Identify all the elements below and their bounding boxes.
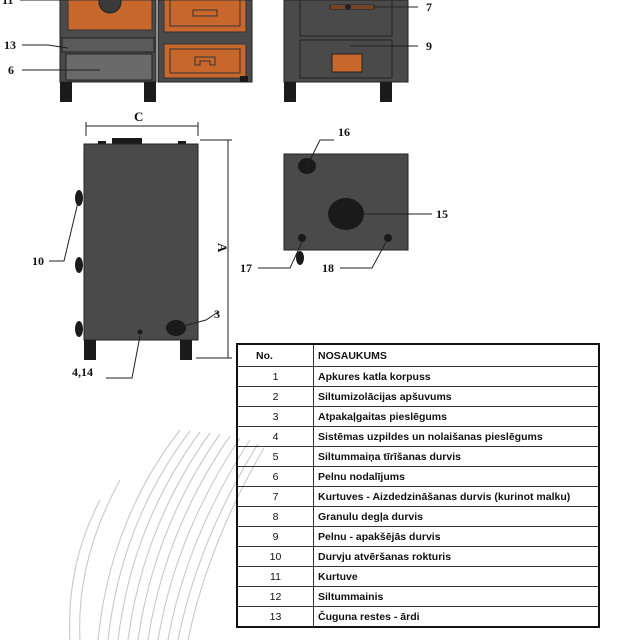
legend-row-number: 7	[236, 486, 314, 507]
leader-17	[258, 241, 303, 269]
top-protrusion	[296, 251, 304, 265]
legend-row-name: Siltummaiņa tīrīšanas durvis	[313, 446, 600, 467]
leader-4-14	[106, 335, 141, 379]
rear-handle-middle	[75, 257, 83, 273]
leader-lines	[20, 0, 432, 379]
callout-7: 7	[426, 0, 432, 14]
legend-row-name: Čuguna restes - ārdi	[313, 606, 600, 628]
callout-6: 6	[8, 63, 14, 77]
leader-18	[340, 241, 387, 269]
legend-row-name: Kurtuves - Aizdedzināšanas durvis (kurin…	[313, 486, 600, 507]
legend-header-row: No. NOSAUKUMS	[236, 343, 600, 367]
heat-exchanger-door-handle	[192, 9, 218, 17]
legend-row-number: 9	[236, 526, 314, 547]
legend-row-number: 3	[236, 406, 314, 427]
legend-row-number: 5	[236, 446, 314, 467]
side-left-leg	[284, 82, 296, 102]
pellet-burner-door-inset	[169, 48, 241, 74]
legend-row-number: 11	[236, 566, 314, 587]
rear-top-nub-right	[178, 141, 186, 144]
legend-header-no: No.	[236, 343, 314, 367]
legend-row-number: 12	[236, 586, 314, 607]
legend-row-name: Sistēmas uzpildes un nolaišanas pieslēgu…	[313, 426, 600, 447]
legend-row-name: Granulu degļa durvis	[313, 506, 600, 527]
legend-row-name: Pelnu - apakšējās durvis	[313, 526, 600, 547]
leader-3	[175, 311, 219, 329]
callout-11: 11	[2, 0, 13, 7]
legend-row-number: 1	[236, 366, 314, 387]
legend-row-name: Atpakaļgaitas pieslēgums	[313, 406, 600, 427]
callout-13: 13	[4, 38, 16, 52]
legend-row-number: 2	[236, 386, 314, 407]
top-hole-15	[328, 198, 364, 230]
legend-row-number: 6	[236, 466, 314, 487]
rear-handle-lower	[75, 321, 83, 337]
front-view	[59, 0, 253, 102]
heat-exchanger-door-inset	[169, 0, 241, 27]
grate-band	[61, 37, 155, 53]
dimension-c-label: C	[134, 109, 143, 124]
legend-row-number: 4	[236, 426, 314, 447]
callout-17: 17	[240, 261, 252, 275]
fill-drain-connection	[137, 329, 143, 335]
legend-row-name: Siltummainis	[313, 586, 600, 607]
dimension-a-label: A	[215, 243, 230, 253]
callout-10: 10	[32, 254, 44, 268]
rear-body	[83, 143, 199, 341]
callout-16: 16	[338, 125, 350, 139]
pellet-burner-door-handle	[194, 56, 216, 66]
callout-4-14: 4,14	[72, 365, 93, 379]
top-hole-17	[298, 234, 306, 242]
front-right-foot	[240, 76, 248, 82]
top-hole-18	[384, 234, 392, 242]
legend-row-name: Pelnu nodalījums	[313, 466, 600, 487]
rear-top-nub-left	[98, 141, 106, 144]
legend-header-name: NOSAUKUMS	[313, 343, 600, 367]
side-view	[283, 0, 409, 102]
rear-left-leg	[84, 340, 96, 360]
leader-16	[306, 139, 334, 167]
rear-view	[75, 122, 232, 360]
legend-row-name: Apkures katla korpuss	[313, 366, 600, 387]
front-right-leg	[144, 82, 156, 102]
ash-compartment	[65, 53, 153, 81]
front-upper-door-window	[98, 0, 122, 14]
rear-flue-collar	[112, 138, 142, 144]
rear-right-leg	[180, 340, 192, 360]
callout-18: 18	[322, 261, 334, 275]
legend-row-number: 8	[236, 506, 314, 527]
leader-13	[22, 44, 69, 49]
legend-row-number: 13	[236, 606, 314, 628]
top-view	[283, 153, 409, 265]
decorative-arcs	[69, 429, 265, 640]
callout-15: 15	[436, 207, 448, 221]
legend-row-name: Durvju atvēršanas rokturis	[313, 546, 600, 567]
callout-9: 9	[426, 39, 432, 53]
side-ash-door-handle	[331, 53, 363, 73]
legend-row-name: Kurtuve	[313, 566, 600, 587]
leader-10	[49, 197, 80, 262]
legend-row-name: Siltumizolācijas apšuvums	[313, 386, 600, 407]
legend-row-number: 10	[236, 546, 314, 567]
callout-3: 3	[214, 307, 220, 321]
front-left-leg	[60, 82, 72, 102]
side-right-leg	[380, 82, 392, 102]
